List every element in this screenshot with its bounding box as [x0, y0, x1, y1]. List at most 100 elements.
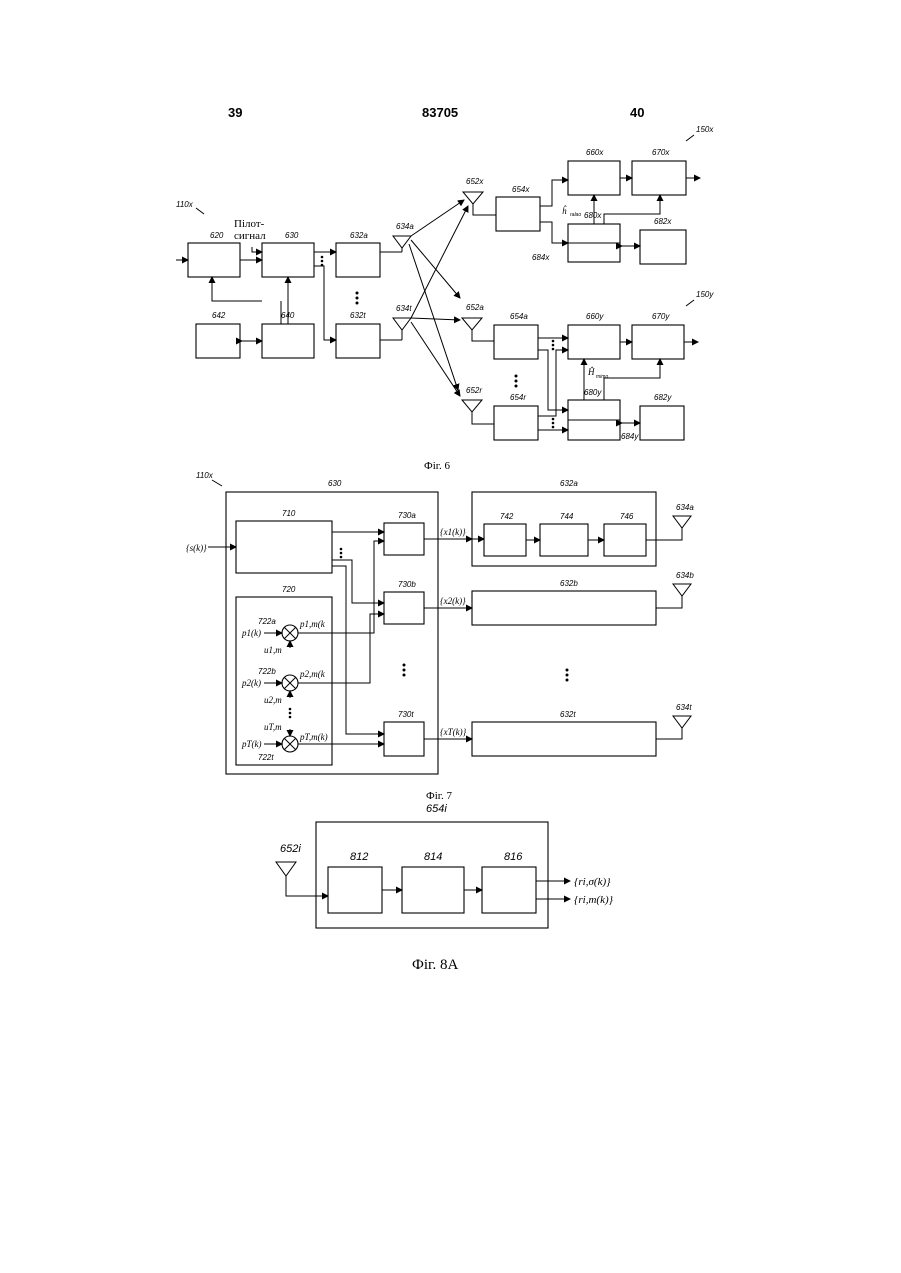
fig6-ref-150y-leader [686, 300, 694, 306]
fig6-link-634t-652x [411, 206, 468, 318]
fig7-label-722b: 722b [258, 667, 276, 676]
fig7-ellipsis-dot [340, 548, 343, 551]
fig6-hy-subscript: mimo [596, 374, 608, 380]
fig6-ellipsis-dot [552, 340, 555, 343]
fig7-x1: {x1(k)} [440, 527, 466, 537]
fig6-block-632t [336, 324, 380, 358]
fig6-block-660y [568, 325, 620, 359]
fig8a-antenna-652i [276, 862, 328, 896]
fig6-ellipsis-dot [552, 426, 555, 429]
fig6-ref-110x-leader [196, 208, 204, 214]
fig7-u1: u1,m [264, 645, 282, 655]
fig6-label-652x: 652x [466, 177, 484, 186]
fig7-block-744 [540, 524, 588, 556]
fig7-arrow-710-730t [332, 566, 384, 734]
fig7-pT: pT(k) [241, 739, 262, 749]
fig7-block-710 [236, 521, 332, 573]
fig7-label-632t: 632t [560, 710, 576, 719]
fig7-label-630: 630 [328, 479, 342, 488]
fig6-ellipsis-dot [321, 260, 324, 263]
fig7-caption: Фіг. 7 [426, 790, 453, 802]
fig6-label-682y: 682y [654, 393, 672, 402]
patent-number: 83705 [422, 105, 458, 120]
fig7-line-632t-634t [656, 728, 682, 739]
fig8a-block-816 [482, 867, 536, 913]
fig7-label-730b: 730b [398, 580, 416, 589]
fig7-block-730b [384, 592, 424, 624]
fig6-ellipsis-dot [515, 375, 518, 378]
fig7-block-730t [384, 722, 424, 756]
fig7-ellipsis-dot [403, 669, 406, 672]
fig7-label-632a: 632a [560, 479, 578, 488]
fig6-ellipsis-dot [356, 302, 359, 305]
fig7-ellipsis-dot [566, 669, 569, 672]
fig7-ellipsis-dot [289, 716, 292, 719]
fig7-pmT: pT,m(k) [299, 732, 328, 742]
fig6-ellipsis-dot [515, 380, 518, 383]
fig6-block-620 [188, 243, 240, 277]
fig6-arrow-654r-660y [538, 350, 568, 416]
fig6-label-634a: 634a [396, 222, 414, 231]
fig6-label-682x: 682x [654, 217, 672, 226]
fig7-ref-110x-leader [212, 480, 222, 486]
fig7-label-634b: 634b [676, 571, 694, 580]
fig6-hx-subscript: ralao [570, 212, 581, 218]
fig6-ellipsis-dot [321, 264, 324, 267]
fig7-pm2: p2,m(k [299, 669, 326, 679]
fig6-link-634t-652a [411, 318, 460, 320]
fig6-label-660y: 660y [586, 312, 604, 321]
fig6-antenna-634a [393, 236, 411, 252]
fig7-multiplier-cross [284, 738, 296, 750]
fig7-label-632b: 632b [560, 579, 578, 588]
fig6-antenna-634t [393, 318, 411, 340]
fig6-block-682y [640, 406, 684, 440]
fig8a-label-654i: 654i [426, 803, 447, 815]
fig7-p2: p2(k) [241, 678, 261, 688]
fig8a-label-816: 816 [504, 851, 523, 863]
fig6-ellipsis-dot [552, 344, 555, 347]
fig6-label-670y: 670y [652, 312, 670, 321]
fig7-multiplier-cross [284, 677, 296, 689]
fig7-ellipsis-dot [403, 674, 406, 677]
fig8a-caption: Фіг. 8А [412, 957, 458, 973]
fig6-label-680x: 680x [584, 211, 602, 220]
fig7-label-746: 746 [620, 512, 634, 521]
fig6-label-654r: 654r [510, 393, 526, 402]
fig6-block-642 [196, 324, 240, 358]
fig6-arrow-654x-680x [540, 222, 568, 243]
fig7-block-632t [472, 722, 656, 756]
fig7-antenna-634a [673, 516, 691, 528]
fig6-arrow-654x-660x [540, 180, 568, 206]
fig6-block-670x [632, 161, 686, 195]
fig6-ellipsis-dot [321, 256, 324, 259]
fig6-ref-150x-leader [686, 135, 694, 141]
fig7-label-720: 720 [282, 585, 296, 594]
fig6-label-642: 642 [212, 311, 226, 320]
fig7-block-632b [472, 591, 656, 625]
fig6-label-652r: 652r [466, 386, 482, 395]
fig6-block-654x [496, 197, 540, 231]
fig6-link-634t-652r [411, 322, 460, 396]
fig7-label-742: 742 [500, 512, 514, 521]
fig7-xT: {xT(k)} [440, 727, 467, 737]
fig8a-out2: {ri,m(k)} [574, 894, 614, 906]
fig7-ellipsis-dot [289, 712, 292, 715]
fig6-antenna-652a [462, 318, 494, 341]
fig6-hx-symbol: ĥ [562, 206, 567, 216]
fig7-ref-110x: 110x [196, 471, 214, 480]
fig7-block-632a [472, 492, 656, 566]
fig6-antenna-652x [463, 192, 496, 215]
fig6-arrow-680y-670y [604, 359, 660, 400]
fig7-diagram: 110x 630 710 720 {s(k)} 722a 722b 722t p… [186, 471, 694, 802]
fig6-block-640 [262, 324, 314, 358]
fig7-uT: uT,m [264, 722, 282, 732]
fig6-block-682x [640, 230, 686, 264]
fig7-ellipsis-dot [340, 552, 343, 555]
fig7-label-722a: 722a [258, 617, 276, 626]
fig6-ellipsis-dot [356, 297, 359, 300]
fig7-line-746-634a [646, 528, 682, 540]
fig6-block-654a [494, 325, 538, 359]
fig7-ellipsis-dot [566, 674, 569, 677]
